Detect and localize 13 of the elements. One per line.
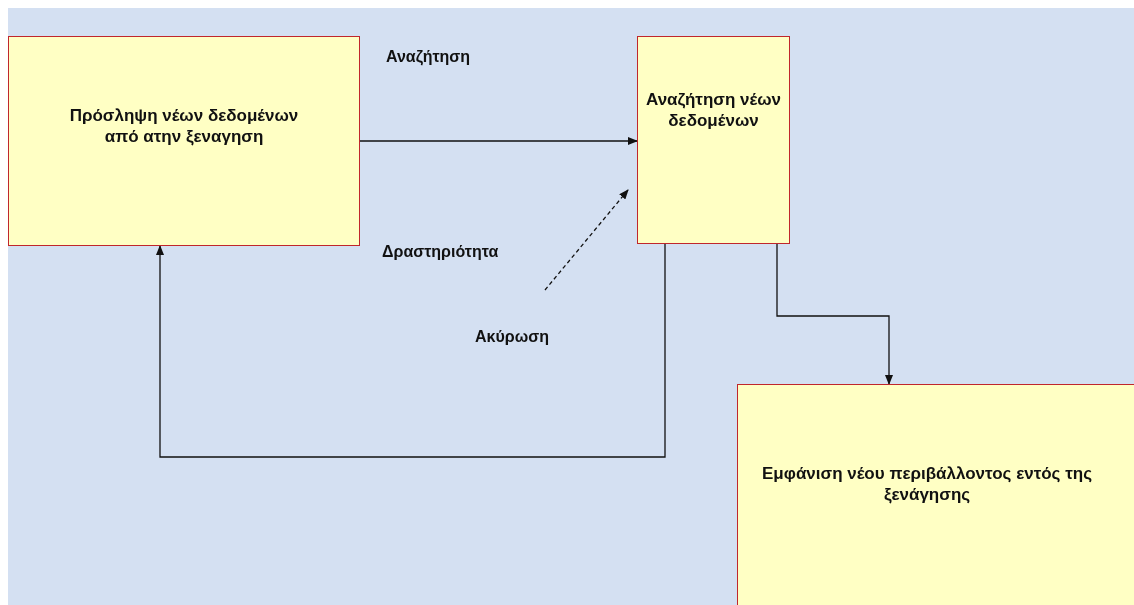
arrow bbox=[359, 137, 638, 145]
process-box bbox=[8, 36, 360, 246]
annotation-text: Αναζήτηση bbox=[386, 48, 471, 66]
box-text: Εμφάνιση νέου περιβάλλοντος εντός της ξενάγησης bbox=[761, 462, 1093, 506]
dashed-arrow bbox=[544, 189, 629, 291]
annotation-text: Δραστηριότητα bbox=[382, 243, 499, 261]
arrow bbox=[156, 243, 666, 458]
annotation-text: Ακύρωση bbox=[475, 328, 549, 346]
box-text: Πρόσληψη νέων δεδομένων από ατην ξεναγηση bbox=[68, 104, 300, 148]
process-box bbox=[737, 384, 1134, 605]
arrow bbox=[776, 243, 893, 385]
process-box bbox=[637, 36, 790, 244]
box-text: Αναζήτηση νέων δεδομένων bbox=[645, 88, 782, 132]
